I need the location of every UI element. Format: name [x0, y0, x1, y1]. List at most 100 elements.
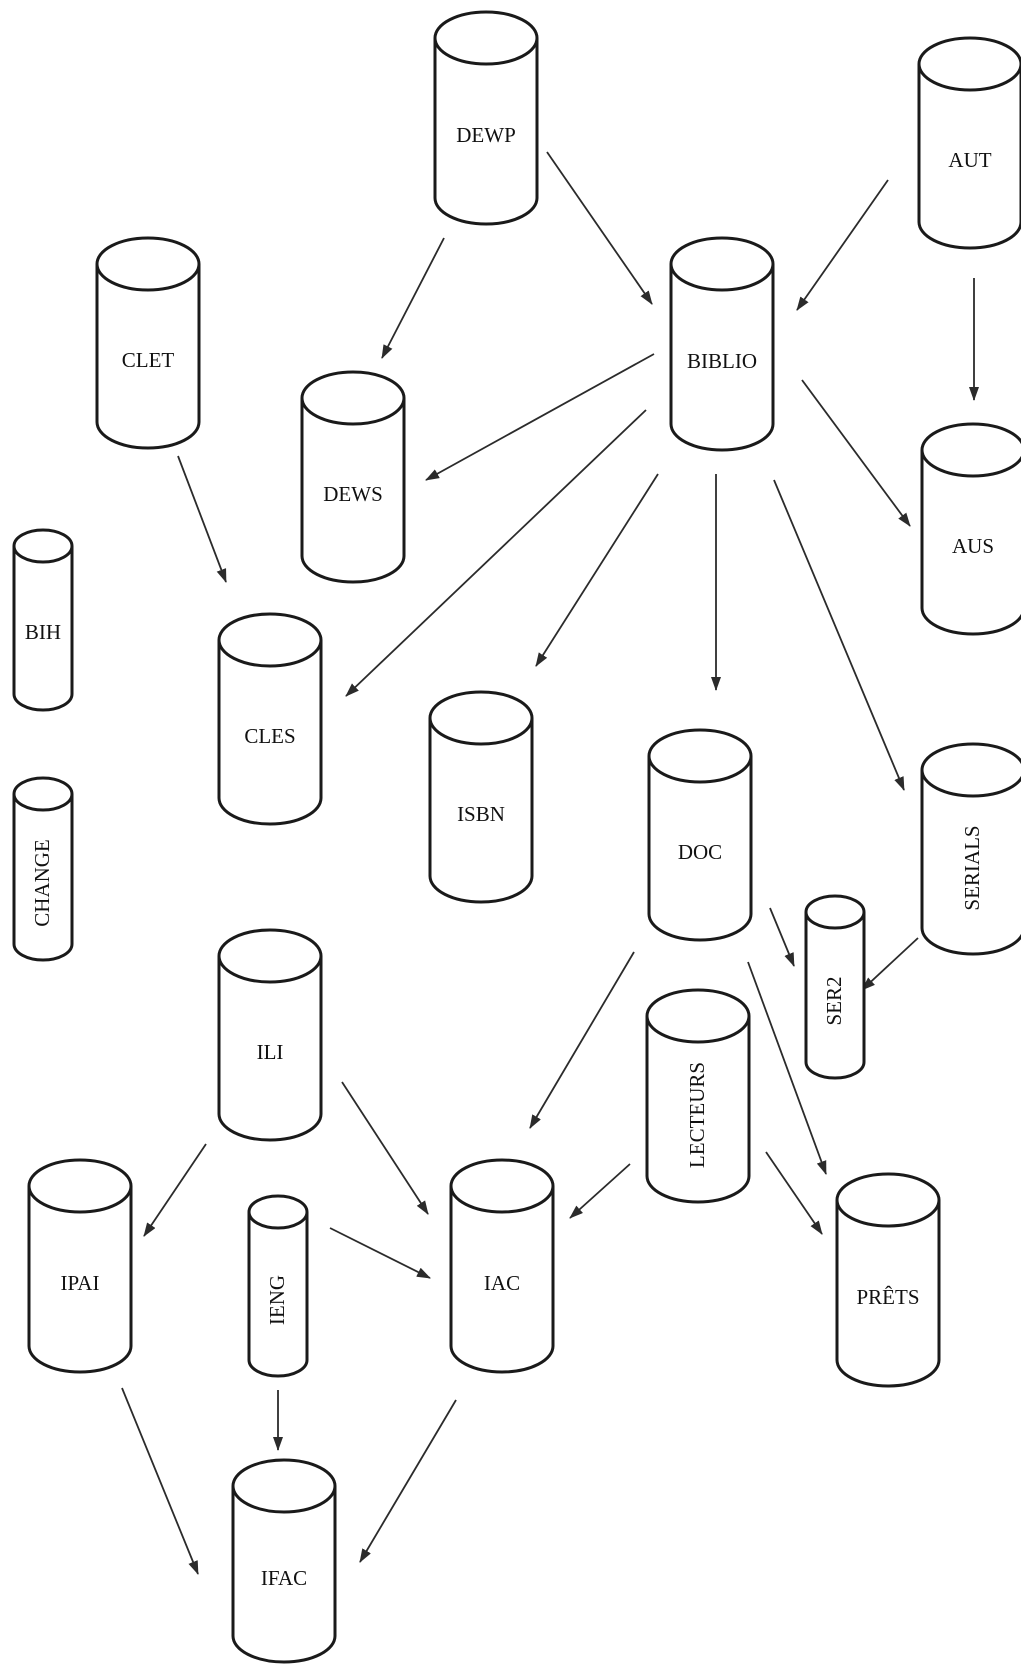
- cylinder-body: [217, 640, 323, 826]
- cylinder-top: [917, 36, 1021, 92]
- cylinder-body: [433, 38, 539, 226]
- node-label-biblio: BIBLIO: [687, 349, 757, 373]
- node-label-doc: DOC: [678, 840, 722, 864]
- arrow-dewp-to-biblio: [546, 151, 653, 305]
- node-bih: BIH: [12, 528, 74, 712]
- cylinder-top: [428, 690, 534, 746]
- node-change: CHANGE: [12, 776, 74, 962]
- cylinder-top: [449, 1158, 555, 1214]
- node-doc: DOC: [647, 728, 753, 942]
- cylinder-body: [449, 1186, 555, 1374]
- cylinder-top: [433, 10, 539, 66]
- cylinder-top: [217, 928, 323, 984]
- cylinder-top: [835, 1172, 941, 1228]
- cylinder-body: [12, 546, 74, 712]
- node-label-clet: CLET: [122, 348, 175, 372]
- node-ipai: IPAI: [27, 1158, 133, 1374]
- arrow-doc-to-ser2: [769, 907, 795, 967]
- node-label-serials: SERIALS: [960, 825, 984, 910]
- cylinder-body: [428, 718, 534, 904]
- arrow-biblio-to-dews: [425, 353, 655, 481]
- cylinder-top: [669, 236, 775, 292]
- arrow-doc-to-iac: [529, 951, 635, 1129]
- node-prets: PRÊTS: [835, 1172, 941, 1388]
- node-lecteurs: LECTEURS: [645, 988, 751, 1204]
- node-aus: AUS: [920, 422, 1021, 636]
- cylinder-body: [645, 1016, 751, 1204]
- arrow-biblio-to-cles: [345, 409, 647, 697]
- node-label-aut: AUT: [948, 148, 991, 172]
- cylinder-top: [647, 728, 753, 784]
- node-label-ser2: SER2: [822, 976, 846, 1025]
- cylinder-body: [804, 912, 866, 1080]
- cylinder-top: [12, 776, 74, 812]
- cylinder-body: [300, 398, 406, 584]
- cylinder-top: [645, 988, 751, 1044]
- cylinder-body: [835, 1200, 941, 1388]
- node-ser2: SER2: [804, 894, 866, 1080]
- node-serials: SERIALS: [920, 742, 1021, 956]
- arrow-lecteurs-to-prets: [765, 1151, 823, 1235]
- cylinder-top: [920, 742, 1021, 798]
- node-ili: ILI: [217, 928, 323, 1142]
- cylinder-body: [231, 1486, 337, 1664]
- cylinder-body: [217, 956, 323, 1142]
- node-label-isbn: ISBN: [457, 802, 505, 826]
- node-aut: AUT: [917, 36, 1021, 250]
- cylinder-top: [95, 236, 201, 292]
- arrow-ipai-to-ifac: [121, 1387, 199, 1575]
- arrow-biblio-to-aus: [801, 379, 911, 527]
- cylinder-body: [647, 756, 753, 942]
- node-isbn: ISBN: [428, 690, 534, 904]
- node-clet: CLET: [95, 236, 201, 450]
- node-label-cles: CLES: [244, 724, 295, 748]
- arrow-biblio-to-serials: [773, 479, 905, 791]
- node-iac: IAC: [449, 1158, 555, 1374]
- arrow-doc-to-prets: [747, 961, 827, 1175]
- node-dews: DEWS: [300, 370, 406, 584]
- node-label-prets: PRÊTS: [856, 1285, 919, 1309]
- cylinder-body: [917, 64, 1021, 250]
- node-cles: CLES: [217, 612, 323, 826]
- arrow-biblio-to-isbn: [535, 473, 659, 667]
- cylinder-top: [27, 1158, 133, 1214]
- cylinder-top: [300, 370, 406, 426]
- arrow-ieng-to-iac: [329, 1227, 431, 1279]
- arrow-iac-to-ifac: [359, 1399, 457, 1563]
- node-ieng: IENG: [247, 1194, 309, 1378]
- node-biblio: BIBLIO: [669, 236, 775, 452]
- node-label-change: CHANGE: [30, 839, 54, 927]
- arrow-aut-to-biblio: [796, 179, 889, 311]
- node-label-ili: ILI: [257, 1040, 284, 1064]
- arrow-lecteurs-to-iac: [569, 1163, 631, 1219]
- cylinder-top: [217, 612, 323, 668]
- arrow-ili-to-ipai: [143, 1143, 207, 1237]
- cylinder-top: [247, 1194, 309, 1230]
- node-label-lecteurs: LECTEURS: [685, 1062, 709, 1168]
- cylinder-top: [231, 1458, 337, 1514]
- cylinder-top: [12, 528, 74, 564]
- cylinder-body: [247, 1212, 309, 1378]
- node-label-ipai: IPAI: [61, 1271, 100, 1295]
- cylinder-body: [27, 1186, 133, 1374]
- node-ifac: IFAC: [231, 1458, 337, 1664]
- node-label-dewp: DEWP: [456, 123, 516, 147]
- arrow-clet-to-cles: [177, 455, 227, 583]
- cylinder-body: [95, 264, 201, 450]
- node-label-ieng: IENG: [265, 1275, 289, 1325]
- node-label-iac: IAC: [484, 1271, 520, 1295]
- cylinder-body: [669, 264, 775, 452]
- node-label-aus: AUS: [952, 534, 994, 558]
- arrow-serials-to-ser2: [861, 937, 919, 991]
- cylinder-top: [920, 422, 1021, 478]
- node-dewp: DEWP: [433, 10, 539, 226]
- cylinder-body: [12, 794, 74, 962]
- arrow-dewp-to-dews: [381, 237, 445, 359]
- arrow-ili-to-iac: [341, 1081, 429, 1215]
- node-label-bih: BIH: [25, 620, 61, 644]
- node-label-ifac: IFAC: [261, 1566, 307, 1590]
- cylinder-top: [804, 894, 866, 930]
- edges-layer: [121, 151, 979, 1575]
- node-label-dews: DEWS: [323, 482, 383, 506]
